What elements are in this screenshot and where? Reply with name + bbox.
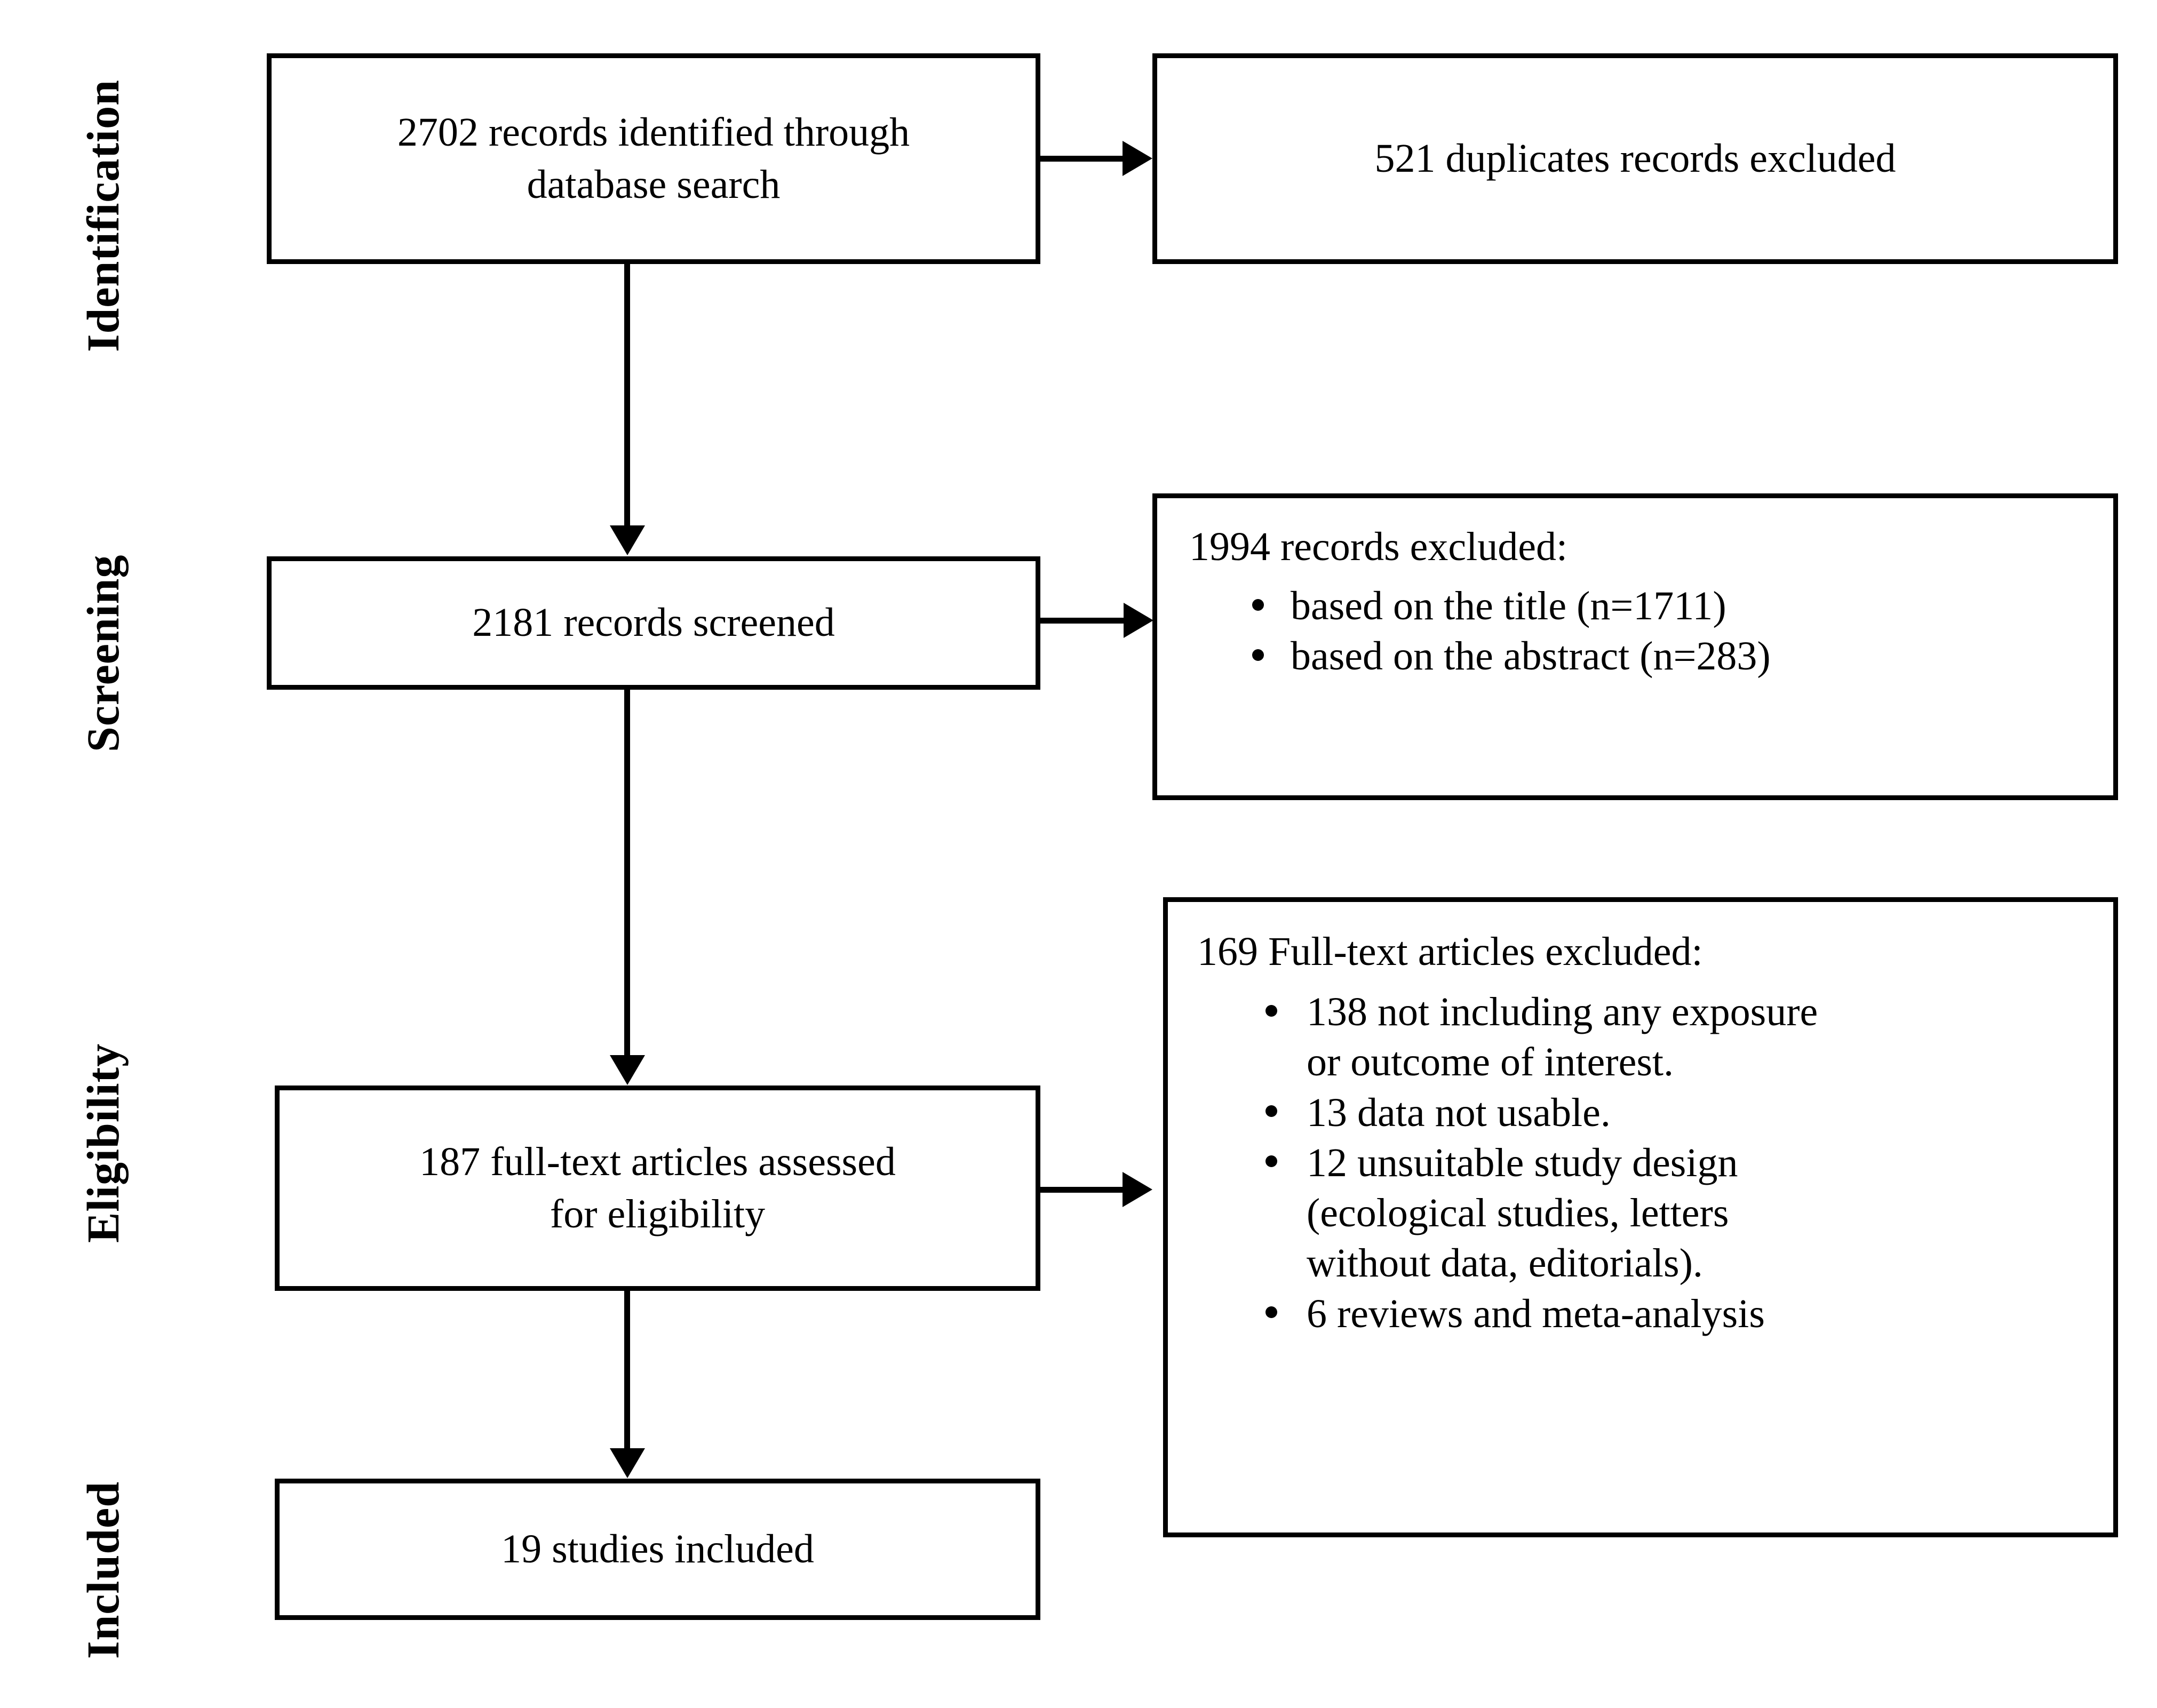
bullet-icon — [1265, 1306, 1277, 1319]
box-fulltext-excluded-inner: 169 Full-text articles excluded: 138 not… — [1197, 928, 2097, 1339]
arrowhead-fulltext-to-excluded — [1123, 1172, 1152, 1207]
stage-label-eligibility: Eligibility — [77, 1043, 129, 1243]
list-item-text: 6 reviews and meta-analysis — [1307, 1291, 1765, 1336]
list-item: 138 not including any exposure or outcom… — [1197, 987, 2097, 1087]
arrowhead-fulltext-to-included — [610, 1448, 645, 1478]
list-item-text: based on the abstract (n=283) — [1291, 634, 1771, 679]
box-records-excluded[interactable]: 1994 records excluded: based on the titl… — [1152, 493, 2118, 800]
box-studies-included-inner: 19 studies included — [280, 1523, 1036, 1575]
arrowhead-identified-to-duplicates — [1123, 141, 1152, 176]
list-item: 6 reviews and meta-analysis — [1197, 1289, 2097, 1339]
list-item-text: 12 unsuitable study design (ecological s… — [1307, 1140, 1738, 1286]
stage-label-screening: Screening — [77, 554, 129, 752]
list-item: based on the abstract (n=283) — [1189, 631, 2092, 681]
bullet-icon — [1265, 1105, 1277, 1118]
arrowhead-identified-to-screened — [610, 525, 645, 555]
connector-fulltext-to-excluded — [1040, 1187, 1126, 1193]
connector-screened-to-fulltext — [624, 690, 630, 1058]
box-records-screened[interactable]: 2181 records screened — [267, 556, 1040, 690]
list-item: 13 data not usable. — [1197, 1088, 2097, 1138]
connector-fulltext-to-included — [624, 1291, 630, 1451]
box-records-screened-inner: 2181 records screened — [272, 597, 1036, 649]
box-fulltext-excluded-heading: 169 Full-text articles excluded: — [1197, 929, 1703, 974]
list-item: 12 unsuitable study design (ecological s… — [1197, 1138, 2097, 1289]
stage-label-included: Included — [77, 1481, 129, 1659]
box-records-excluded-list: based on the title (n=1711) based on the… — [1189, 581, 2092, 681]
arrowhead-screened-to-records-excluded — [1124, 603, 1153, 638]
connector-identified-to-screened — [624, 264, 630, 528]
box-records-screened-text: 2181 records screened — [472, 600, 835, 645]
box-duplicates-excluded[interactable]: 521 duplicates records excluded — [1152, 53, 2118, 264]
box-fulltext-excluded-list: 138 not including any exposure or outcom… — [1197, 987, 2097, 1339]
bullet-icon — [1265, 1155, 1277, 1168]
box-fulltext-assessed[interactable]: 187 full-text articles assessed for elig… — [275, 1086, 1040, 1291]
box-fulltext-assessed-inner: 187 full-text articles assessed for elig… — [280, 1136, 1036, 1240]
list-item-text: 138 not including any exposure or outcom… — [1307, 989, 1818, 1085]
list-item: based on the title (n=1711) — [1189, 581, 2092, 631]
bullet-icon — [1252, 598, 1264, 611]
bullet-icon — [1265, 1004, 1277, 1017]
box-records-identified-inner: 2702 records identified through database… — [272, 107, 1036, 211]
bullet-icon — [1252, 649, 1264, 661]
connector-screened-to-records-excluded — [1040, 618, 1127, 624]
box-studies-included-text: 19 studies included — [501, 1526, 814, 1571]
box-records-identified-text: 2702 records identified through database… — [397, 110, 910, 207]
box-records-excluded-inner: 1994 records excluded: based on the titl… — [1189, 523, 2092, 682]
box-duplicates-excluded-inner: 521 duplicates records excluded — [1157, 133, 2113, 185]
arrowhead-screened-to-fulltext — [610, 1055, 645, 1085]
stage-label-identification: Identification — [77, 79, 129, 352]
connector-identified-to-duplicates — [1040, 156, 1126, 162]
list-item-text: 13 data not usable. — [1307, 1090, 1611, 1135]
box-fulltext-assessed-text: 187 full-text articles assessed for elig… — [419, 1139, 896, 1236]
list-item-text: based on the title (n=1711) — [1291, 584, 1726, 629]
box-records-excluded-heading: 1994 records excluded: — [1189, 524, 1568, 569]
box-records-identified[interactable]: 2702 records identified through database… — [267, 53, 1040, 264]
box-studies-included[interactable]: 19 studies included — [275, 1479, 1040, 1620]
box-fulltext-excluded[interactable]: 169 Full-text articles excluded: 138 not… — [1163, 897, 2118, 1537]
box-duplicates-excluded-text: 521 duplicates records excluded — [1374, 135, 1896, 181]
